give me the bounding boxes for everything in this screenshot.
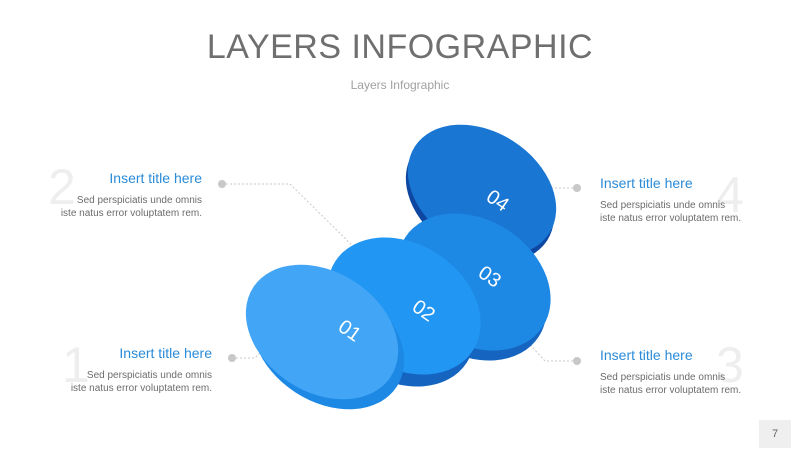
info-desc-4-line1: Sed perspiciatis unde omnis [600,200,726,211]
info-desc-2-line1: Sed perspiciatis unde omnis [76,195,202,206]
info-block-1: Insert title here Sed perspiciatis unde … [12,345,212,395]
page-number-badge: 7 [759,420,791,448]
step-number-2: 2 [48,159,76,215]
step-number-1: 1 [62,337,90,393]
info-title-2: Insert title here [109,170,202,186]
page-title: LAYERS INFOGRAPHIC [206,28,594,66]
info-title-3: Insert title here [600,347,693,363]
connector-line-2 [222,183,373,266]
info-desc-3-line1: Sed perspiciatis unde omnis [600,372,726,383]
step-number-3: 3 [716,337,744,393]
info-title-4: Insert title here [600,175,693,191]
layer-01-face [245,264,399,400]
info-desc-2-line2: iste natus error voluptatem rem. [60,208,202,219]
connector-dot-1 [228,354,236,362]
info-desc-3-line2: iste natus error voluptatem rem. [600,385,742,396]
info-block-2: Insert title here Sed perspiciatis unde … [2,170,202,220]
connector-dot-4 [573,184,581,192]
step-number-4: 4 [716,167,744,223]
connector-dot-3 [573,357,581,365]
info-desc-1-line1: Sed perspiciatis unde omnis [86,370,212,381]
page-subtitle: Layers Infographic [350,78,450,92]
info-title-1: Insert title here [119,345,212,361]
info-block-4: Insert title here Sed perspiciatis unde … [600,175,800,225]
connector-dot-2 [218,180,226,188]
info-desc-4-line2: iste natus error voluptatem rem. [600,213,742,224]
layer-01: 01 [245,264,405,410]
info-block-3: Insert title here Sed perspiciatis unde … [600,347,800,397]
info-desc-1-line2: iste natus error voluptatem rem. [70,383,212,394]
